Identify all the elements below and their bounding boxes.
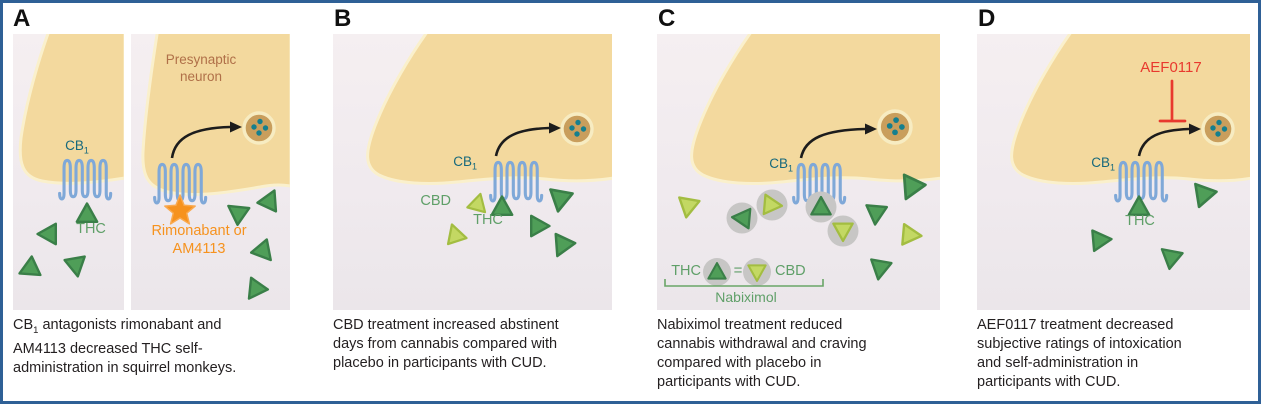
release-arrow-icon	[494, 126, 550, 157]
caption-b: CBD treatment increased abstinent days f…	[333, 317, 559, 371]
equals-sign: =	[733, 262, 743, 279]
presynaptic-neuron-shape	[1010, 34, 1250, 186]
thc-triangle-icon	[1091, 227, 1114, 253]
nabiximol-bracket	[664, 279, 824, 287]
cb1-receptor-label: CB1	[65, 138, 89, 156]
thc-triangle-icon	[249, 238, 280, 268]
nabiximol-label: Nabiximol	[715, 289, 777, 305]
inhibitor-label-aef0117: AEF0117	[1140, 59, 1202, 76]
thc-label: THC	[1125, 213, 1155, 229]
thc-triangle-icon	[63, 255, 90, 280]
thc-label: THC	[76, 221, 106, 237]
release-arrowhead-icon	[865, 123, 877, 135]
vesicle-icon	[1201, 112, 1235, 146]
thc-triangle-icon	[1187, 182, 1218, 213]
diagram-a-right: Presynaptic neuron Rimonabant or AM4113	[131, 34, 290, 310]
diagram-a-left: CB1 THC	[13, 34, 124, 310]
presynaptic-neuron-label: Presynaptic neuron	[165, 52, 237, 84]
synapse-scene	[664, 34, 940, 287]
presynaptic-neuron-shape	[366, 34, 612, 186]
synapse-scene	[1010, 34, 1250, 271]
thc-triangle-icon	[530, 214, 551, 238]
vesicle-icon	[242, 111, 276, 145]
thc-triangle-icon	[239, 276, 270, 306]
panel-letter-c: C	[658, 5, 676, 32]
vesicle-icon	[560, 112, 594, 146]
caption-a: CB1 antagonists rimonabant and AM4113 de…	[13, 316, 253, 378]
release-arrow-icon	[1137, 127, 1190, 157]
diagram-b: CB1 CBD THC	[333, 34, 612, 310]
panel-letter-d: D	[978, 5, 996, 32]
thc-triangle-icon	[866, 258, 893, 283]
cb1-receptor-label: CB1	[1091, 155, 1115, 173]
release-arrow-icon	[799, 127, 866, 159]
caption-a-line1: CB1 antagonists rimonabant and	[13, 317, 222, 336]
thc-triangle-icon	[1154, 240, 1184, 271]
release-arrowhead-icon	[549, 122, 561, 134]
panel-letter-b: B	[334, 5, 352, 32]
release-arrowhead-icon	[1189, 123, 1201, 135]
thc-triangle-icon	[221, 196, 251, 227]
thc-triangle-icon	[75, 202, 99, 224]
diagram-c: CB1 THC = CBD Nabiximol	[657, 34, 940, 310]
presynaptic-neuron-shape	[141, 34, 290, 197]
presynaptic-neuron-shape	[690, 34, 940, 186]
caption-c: Nabiximol treatment reduced cannabis wit…	[657, 317, 867, 390]
thc-triangle-icon	[256, 184, 285, 213]
thc-triangle-icon	[13, 255, 42, 284]
cbd-label: CBD	[420, 193, 451, 209]
synapse-scene	[141, 34, 290, 306]
release-arrowhead-icon	[230, 121, 242, 133]
legend-thc-label: THC	[671, 263, 701, 279]
thc-label: THC	[473, 212, 503, 228]
synapse-scene	[13, 34, 124, 284]
diagram-d: AEF0117 CB1 THC	[977, 34, 1250, 310]
thc-triangle-icon	[545, 188, 574, 215]
caption-d: AEF0117 treatment decreased subjective r…	[977, 317, 1182, 390]
thc-triangle-icon	[863, 204, 889, 227]
synapse-scene	[366, 34, 612, 262]
presynaptic-neuron-shape	[18, 34, 124, 185]
caption-a-line3: administration in squirrel monkeys.	[13, 359, 237, 376]
thc-triangle-icon	[36, 222, 58, 246]
antagonist-drug-label: Rimonabant or AM4113	[151, 223, 247, 257]
inhibition-tbar-icon	[1158, 79, 1187, 123]
cb1-receptor-label: CB1	[453, 154, 477, 172]
panel-letter-a: A	[13, 5, 31, 32]
release-arrow-icon	[170, 125, 231, 159]
cbd-triangle-icon	[674, 196, 701, 221]
legend-cbd-label: CBD	[775, 263, 806, 279]
caption-a-line2: AM4113 decreased THC self-	[13, 340, 203, 357]
thc-triangle-icon	[546, 232, 577, 262]
vesicle-icon	[877, 109, 913, 145]
cbd-triangle-icon	[466, 190, 491, 214]
cb1-receptor-label: CB1	[769, 156, 793, 174]
cbd-triangle-icon	[901, 222, 924, 248]
